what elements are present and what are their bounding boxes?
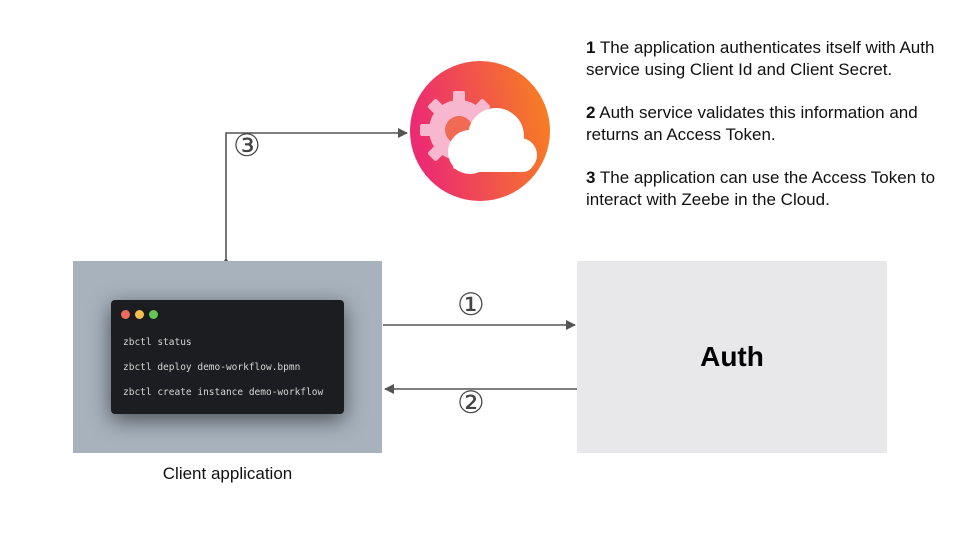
terminal-command: zbctl status [123,337,192,348]
step-number: 3 [586,168,596,187]
auth-service-box: Auth [577,261,887,453]
step-marker-2: ② [457,385,485,421]
cloud-gear-logo-icon [410,61,550,201]
step-descriptions: 1 The application authenticates itself w… [586,37,946,232]
client-application-label: Client application [162,464,293,483]
step-text: Auth service validates this information … [586,103,918,144]
terminal-command: zbctl create instance demo-workflow [123,387,324,398]
step-marker-3: ③ [233,128,261,164]
auth-label: Auth [700,341,764,372]
step-description: 3 The application can use the Access Tok… [586,167,946,211]
step-text: The application authenticates itself wit… [586,38,935,79]
terminal-window: zbctl status zbctl deploy demo-workflow.… [111,300,344,414]
step-description: 1 The application authenticates itself w… [586,37,946,81]
step-number: 1 [586,38,596,57]
step-number: 2 [586,103,596,122]
arrow-client-to-cloud [221,128,408,267]
step-marker-1: ① [457,287,485,323]
window-minimize-dot [135,310,144,319]
window-maximize-dot [149,310,158,319]
terminal-command: zbctl deploy demo-workflow.bpmn [123,362,301,373]
window-close-dot [121,310,130,319]
step-description: 2 Auth service validates this informatio… [586,102,946,146]
step-text: The application can use the Access Token… [586,168,936,209]
